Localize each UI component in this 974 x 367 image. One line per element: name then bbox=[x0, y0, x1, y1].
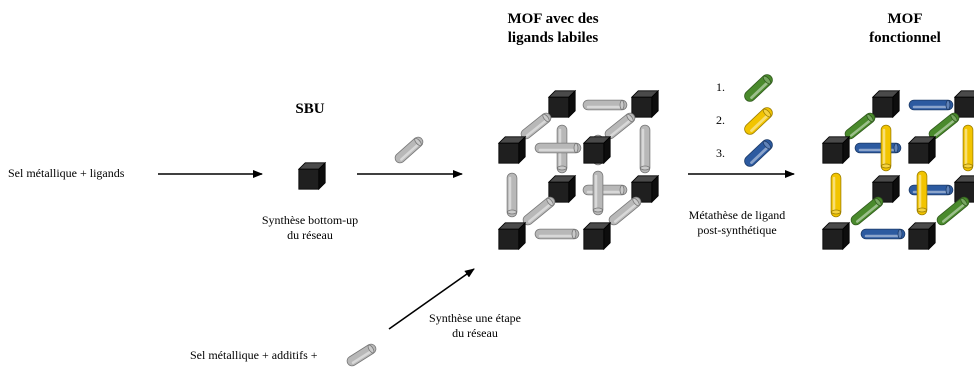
sbu-cube bbox=[871, 89, 901, 119]
ligand-rod bbox=[639, 124, 651, 174]
ligand-rod bbox=[854, 142, 902, 154]
sbu-cube bbox=[582, 221, 612, 251]
ligand-rod bbox=[608, 196, 642, 226]
ligand-rod bbox=[936, 196, 970, 226]
ligand-rod bbox=[506, 172, 518, 218]
sbu-cube bbox=[953, 90, 974, 118]
ligand-rod bbox=[592, 170, 604, 216]
ligand-rod bbox=[860, 228, 906, 240]
ligand-rod bbox=[604, 112, 636, 140]
sbu-title: SBU bbox=[295, 101, 325, 117]
salt-ligands-label: Sel métallique + ligands bbox=[8, 166, 125, 180]
ligand-rod bbox=[534, 142, 582, 154]
metathesis-line1: Métathèse de ligand bbox=[688, 208, 786, 222]
sbu-cube bbox=[297, 161, 327, 191]
sbu-cube bbox=[547, 174, 577, 204]
ligand-rod bbox=[830, 172, 842, 218]
one-step-line1: Synthèse une étape bbox=[429, 311, 521, 325]
sbu-cube bbox=[497, 221, 527, 251]
sbu-cube bbox=[821, 221, 851, 251]
bottom-up-label: Synthèse bottom-up du réseau bbox=[240, 213, 380, 243]
mof-labile-title: MOF avec des ligands labiles bbox=[488, 10, 618, 48]
sbu-cube bbox=[871, 174, 901, 204]
ligand-rod bbox=[916, 170, 928, 216]
metathesis-label: Métathèse de ligand post-synthétique bbox=[672, 208, 802, 238]
ligand-number-3: 3. bbox=[716, 146, 725, 160]
one-step-label: Synthèse une étape du réseau bbox=[410, 311, 540, 341]
ligand-rod bbox=[520, 112, 552, 140]
arrows bbox=[158, 170, 795, 330]
ligand-rod bbox=[908, 99, 954, 111]
labile-ligand-additive bbox=[346, 343, 377, 367]
arrow-one-step bbox=[388, 268, 475, 330]
ligand-rod bbox=[534, 228, 580, 240]
sbu-cube bbox=[630, 89, 660, 119]
ligand-rod bbox=[928, 112, 960, 140]
mof-labile-title-line2: ligands labiles bbox=[507, 29, 599, 46]
sbu-cube bbox=[907, 135, 937, 165]
ligand-rod bbox=[880, 124, 892, 172]
sbu-cube bbox=[497, 135, 527, 165]
ligand-rod bbox=[522, 196, 556, 226]
ligand-number-2: 2. bbox=[716, 113, 725, 127]
yellow-ligand bbox=[744, 107, 773, 135]
mof-labile-title-line1: MOF avec des bbox=[507, 11, 599, 27]
sbu-cube bbox=[907, 221, 937, 251]
metathesis-line2: post-synthétique bbox=[697, 223, 777, 237]
blue-ligand bbox=[744, 139, 773, 167]
one-step-line2: du réseau bbox=[452, 326, 498, 340]
green-ligand bbox=[744, 74, 773, 102]
bottom-up-line2: du réseau bbox=[287, 228, 333, 242]
ligand-rod bbox=[582, 99, 628, 111]
mof-functional-title-line2: fonctionnel bbox=[869, 29, 941, 46]
salt-additives-label: Sel métallique + additifs + bbox=[190, 348, 318, 362]
ligand-rod bbox=[962, 124, 974, 172]
labile-ligand-loose bbox=[394, 136, 424, 164]
sbu-cube bbox=[582, 135, 612, 165]
ligand-number-1: 1. bbox=[716, 80, 725, 94]
bottom-up-line1: Synthèse bottom-up bbox=[261, 213, 359, 227]
mof-functional-title: MOF fonctionnel bbox=[850, 10, 960, 48]
ligand-rod bbox=[850, 196, 884, 226]
ligand-rod bbox=[844, 112, 876, 140]
sbu-cube bbox=[821, 135, 851, 165]
sbu-cube bbox=[547, 89, 577, 119]
mof-functional-title-line1: MOF bbox=[887, 11, 923, 27]
